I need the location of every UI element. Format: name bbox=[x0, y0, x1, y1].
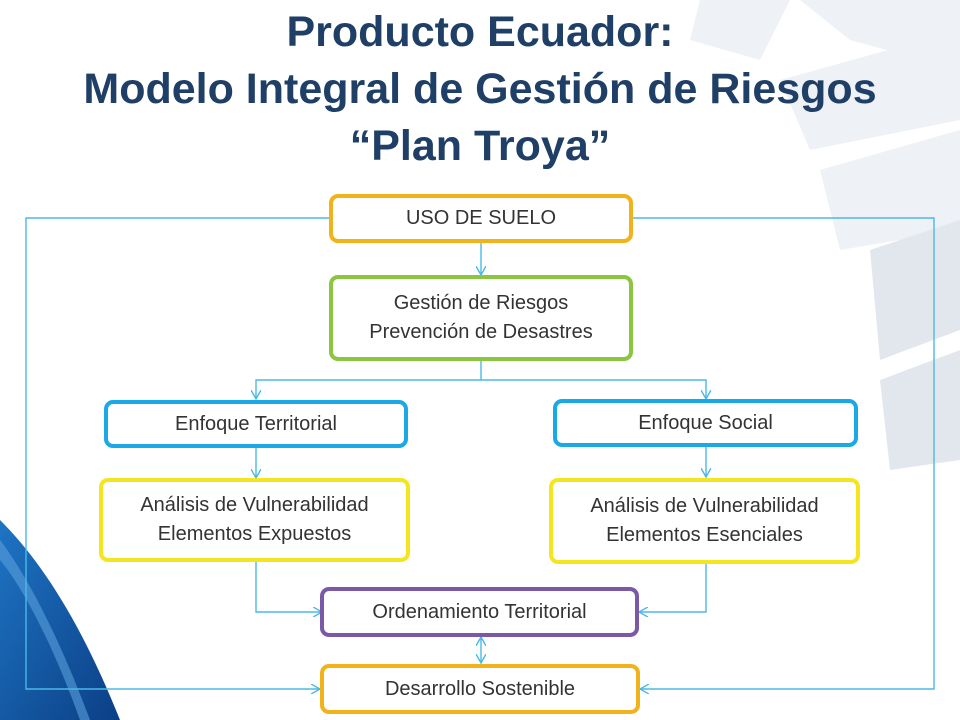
node-uso-de-suelo-label: USO DE SUELO bbox=[405, 207, 557, 229]
node-desarrollo-sostenible: Desarrollo Sostenible bbox=[320, 664, 640, 714]
node-vulnerabilidad-expuestos: Análisis de Vulnerabilidad Elementos Exp… bbox=[99, 478, 410, 562]
node-enfoque-territorial: Enfoque Territorial bbox=[104, 400, 408, 448]
connector-left-loop bbox=[25, 217, 330, 689]
node-ordenamiento-territorial-label: Ordenamiento Territorial bbox=[372, 600, 587, 623]
connector-esenciales-to-ordenamiento bbox=[639, 564, 707, 612]
node-vulnerabilidad-expuestos-line2: Elementos Expuestos bbox=[157, 523, 352, 545]
title-line-3: “Plan Troya” bbox=[349, 122, 611, 170]
node-desarrollo-sostenible-label: Desarrollo Sostenible bbox=[384, 677, 576, 700]
title-line-1: Producto Ecuador: bbox=[286, 8, 674, 56]
node-vulnerabilidad-esenciales-line2: Elementos Esenciales bbox=[606, 524, 803, 546]
blue-swoosh bbox=[0, 520, 120, 720]
connector-gestion-to-social bbox=[481, 379, 706, 399]
node-enfoque-territorial-label: Enfoque Territorial bbox=[175, 412, 337, 435]
node-gestion-riesgos-line1: Gestión de Riesgos bbox=[393, 292, 569, 314]
node-gestion-riesgos-line2: Prevención de Desastres bbox=[369, 321, 593, 343]
connector-right-loop bbox=[633, 217, 935, 689]
node-gestion-riesgos: Gestión de Riesgos Prevención de Desastr… bbox=[329, 275, 633, 361]
node-enfoque-social-label: Enfoque Social bbox=[638, 411, 773, 434]
node-ordenamiento-territorial: Ordenamiento Territorial bbox=[320, 587, 639, 637]
node-vulnerabilidad-esenciales: Análisis de Vulnerabilidad Elementos Ese… bbox=[549, 478, 860, 564]
connector-expuestos-to-ordenamiento bbox=[255, 562, 322, 612]
node-vulnerabilidad-expuestos-line1: Análisis de Vulnerabilidad bbox=[140, 494, 369, 516]
title-line-2: Modelo Integral de Gestión de Riesgos bbox=[83, 65, 877, 113]
node-vulnerabilidad-esenciales-line1: Análisis de Vulnerabilidad bbox=[590, 495, 819, 517]
node-enfoque-social: Enfoque Social bbox=[553, 399, 858, 447]
node-uso-de-suelo: USO DE SUELO bbox=[329, 194, 633, 243]
connector-gestion-split bbox=[256, 361, 482, 399]
corner-ribbons bbox=[690, 0, 960, 250]
corner-ribbons-dark bbox=[870, 220, 960, 470]
slide-title: Producto Ecuador: Modelo Integral de Ges… bbox=[0, 4, 960, 175]
